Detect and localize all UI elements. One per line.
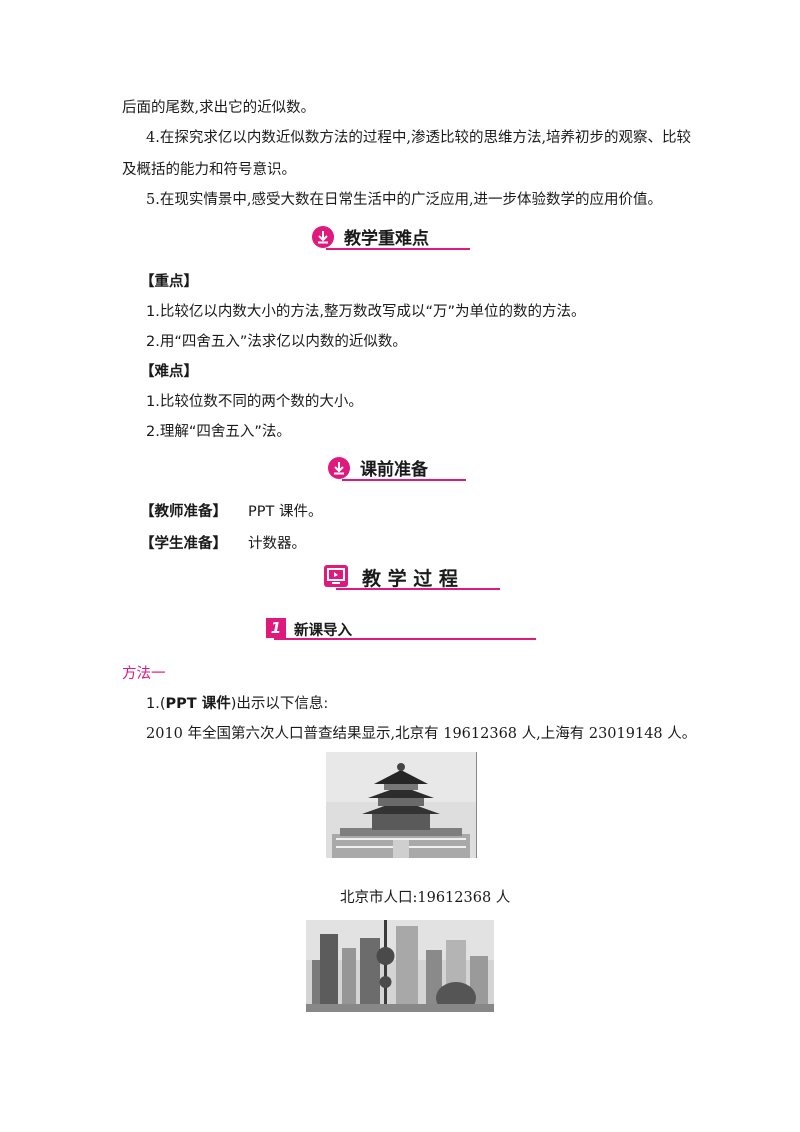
paragraph-item-4: 4.在探究求亿以内数近似数方法的过程中,渗透比较的思维方法,培养初步的观察、比较 [146, 130, 692, 146]
section-underline [326, 248, 470, 250]
section-header-prep: 课前准备 [328, 455, 478, 489]
focus-label: 【重点】 [140, 274, 198, 290]
student-prep-value: 计数器。 [248, 536, 306, 552]
difficulty-label: 【难点】 [140, 364, 198, 380]
beijing-photo [326, 752, 477, 858]
focus-item-1: 1.比较亿以内数大小的方法,整万数改写成以“万”为单位的数的方法。 [146, 304, 586, 320]
subsection-header-intro: 1 新课导入 [266, 618, 536, 642]
download-arrow-icon [312, 226, 334, 248]
subsection-underline [274, 638, 536, 640]
section-number-badge: 1 [266, 618, 286, 638]
method-label: 方法一 [122, 666, 166, 682]
subsection-title: 新课导入 [294, 623, 352, 639]
focus-item-2: 2.用“四舍五入”法求亿以内数的近似数。 [146, 334, 407, 350]
method-line-1: 1.(PPT 课件)出示以下信息: [146, 696, 329, 712]
section-header-process: 教 学 过 程 [324, 564, 500, 596]
difficulty-item-2: 2.理解“四舍五入”法。 [146, 424, 291, 440]
section-title: 课前准备 [360, 460, 428, 480]
student-prep-label: 【学生准备】 [140, 536, 227, 552]
section-title: 教 学 过 程 [362, 568, 458, 590]
teacher-prep-value: PPT 课件。 [248, 504, 323, 520]
teacher-prep-label: 【教师准备】 [140, 504, 227, 520]
difficulty-item-1: 1.比较位数不同的两个数的大小。 [146, 394, 363, 410]
paragraph-tail: 后面的尾数,求出它的近似数。 [122, 100, 316, 116]
beijing-caption: 北京市人口:19612368 人 [340, 890, 511, 906]
section-header-keypoints: 教学重难点 [312, 224, 472, 258]
paragraph-item-4-cont: 及概括的能力和符号意识。 [122, 162, 296, 178]
section-title: 教学重难点 [344, 229, 429, 249]
section-underline [342, 479, 466, 481]
paragraph-item-5: 5.在现实情景中,感受大数在日常生活中的广泛应用,进一步体验数学的应用价值。 [146, 192, 663, 208]
shanghai-photo [306, 920, 494, 1012]
section-underline [336, 588, 500, 590]
download-arrow-icon [328, 457, 350, 479]
method-line-2: 2010 年全国第六次人口普查结果显示,北京有 19612368 人,上海有 2… [146, 726, 697, 742]
monitor-icon [324, 565, 348, 587]
